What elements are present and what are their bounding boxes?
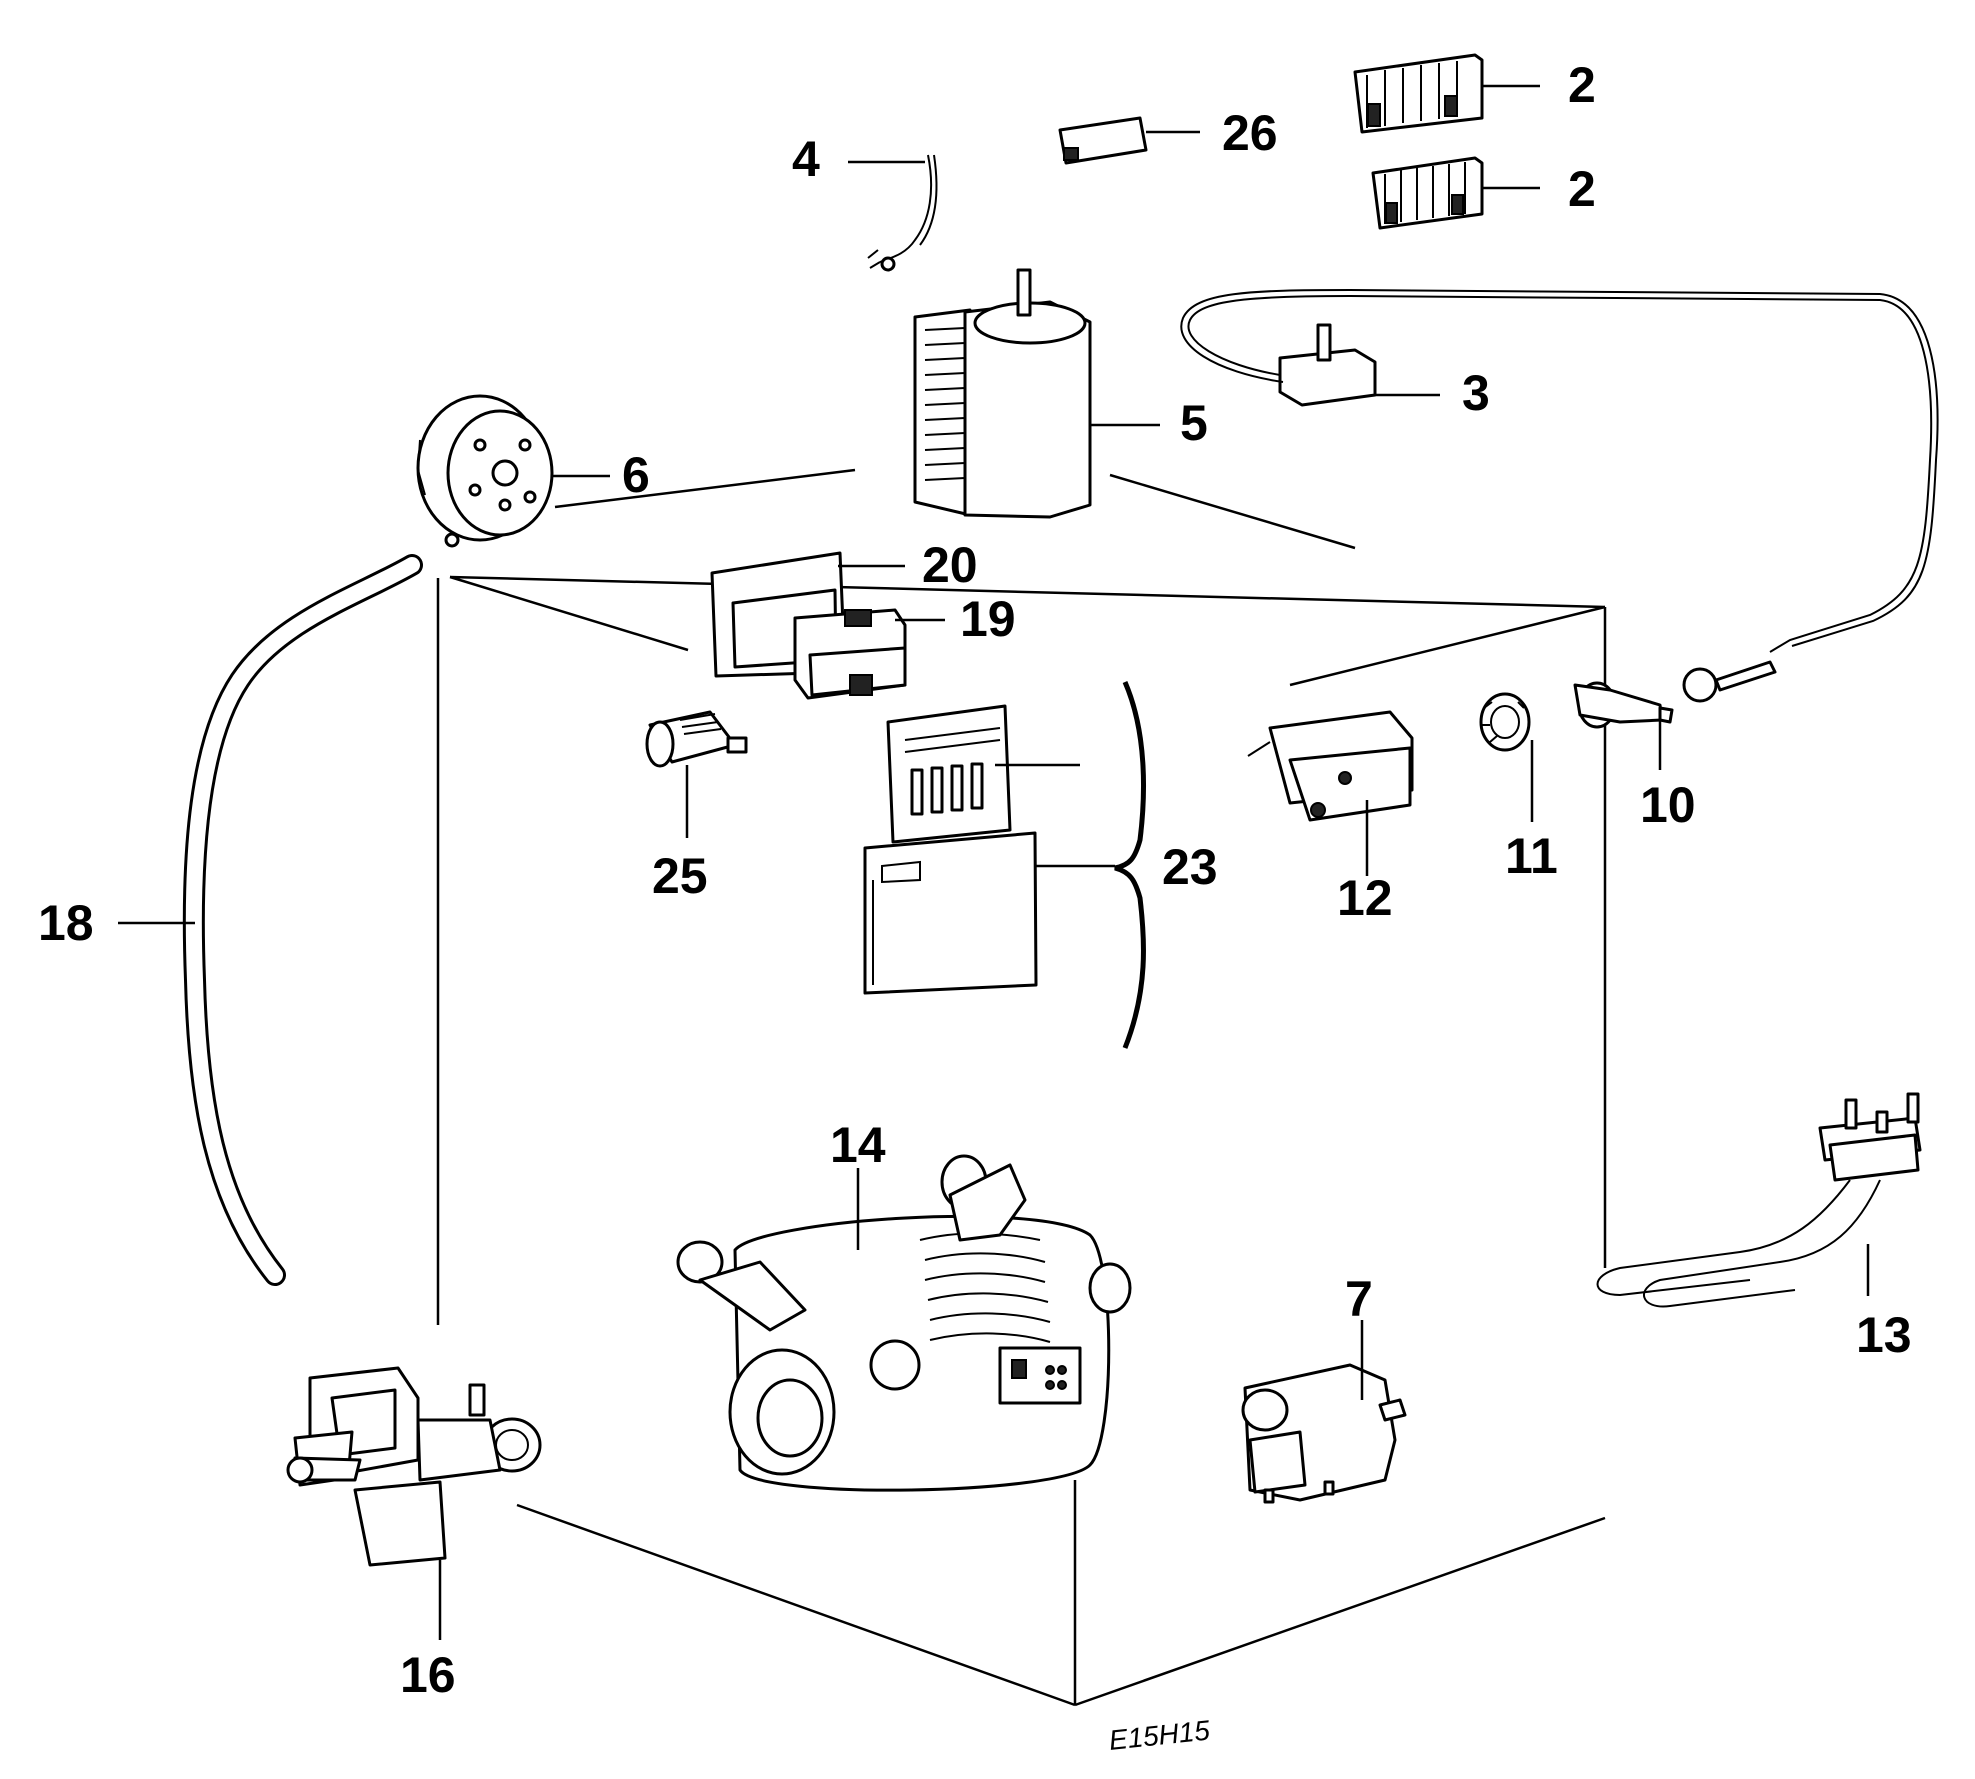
part-6-motor [416, 394, 610, 548]
part-26-switch [1058, 116, 1200, 165]
part-7-valve [1241, 1320, 1407, 1504]
label-part-2-lower: 2 [1568, 161, 1596, 217]
label-part-4: 4 [792, 131, 820, 187]
label-part-19: 19 [960, 591, 1016, 647]
part-23-assembly [863, 681, 1147, 1049]
label-part-14: 14 [830, 1117, 886, 1173]
label-part-5: 5 [1180, 395, 1208, 451]
label-part-18: 18 [38, 895, 94, 951]
part-11-cap [1479, 692, 1534, 822]
label-part-25: 25 [652, 848, 708, 904]
part-14-motor [676, 1154, 1132, 1492]
part-13-heater [1596, 1092, 1922, 1308]
part-12-door-lock [1247, 710, 1414, 876]
diagram-code: E15H15 [1107, 1715, 1211, 1756]
label-part-10: 10 [1640, 777, 1696, 833]
label-part-7: 7 [1345, 1271, 1373, 1327]
label-part-3: 3 [1462, 365, 1490, 421]
part-4-sensor-wire [848, 154, 938, 272]
label-part-12: 12 [1337, 870, 1393, 926]
part-16-pump [286, 1366, 542, 1640]
part-5-timer [913, 268, 1160, 519]
label-part-16: 16 [400, 1647, 456, 1703]
part-19-switch [793, 608, 945, 700]
label-part-26: 26 [1222, 105, 1278, 161]
label-part-13: 13 [1856, 1307, 1912, 1363]
label-part-6: 6 [622, 447, 650, 503]
part-18-hose [118, 554, 423, 1286]
part-25-capacitor [645, 710, 748, 838]
part-10-sensor [1573, 681, 1674, 770]
label-part-11: 11 [1505, 828, 1558, 884]
label-part-20: 20 [922, 537, 978, 593]
label-part-23: 23 [1162, 839, 1218, 895]
part-2-terminal-block-lower [1371, 156, 1540, 230]
cabinet-outline [436, 468, 1607, 1707]
part-2-terminal-block-upper [1353, 53, 1540, 134]
part-3-thermostat [1180, 288, 1939, 703]
label-part-2-upper: 2 [1568, 57, 1596, 113]
